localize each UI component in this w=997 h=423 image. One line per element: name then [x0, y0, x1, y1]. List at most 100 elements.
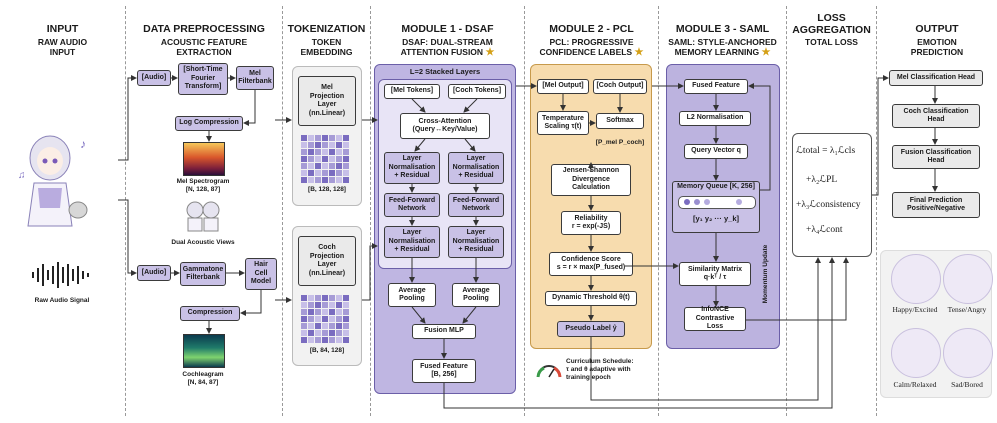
- column-subtitle-prep: ACOUSTIC FEATURE EXTRACTION: [160, 37, 248, 57]
- fused-feature-box: Fused Feature [B, 256]: [412, 359, 476, 383]
- token-cell: [308, 316, 314, 322]
- query-vector-box: Query Vector q: [684, 144, 748, 159]
- token-cell: [301, 323, 307, 329]
- token-cell: [315, 170, 321, 176]
- token-cell: [301, 316, 307, 322]
- mel-projection-box: Mel Projection Layer (nn.Linear): [298, 76, 356, 126]
- character-illustration: ♪ ♫: [14, 128, 92, 238]
- emotion-label-calm: Calm/Relaxed: [893, 380, 937, 389]
- layernorm1-coch-box: Layer Normalisation + Residual: [448, 152, 504, 184]
- token-cell: [301, 337, 307, 343]
- hair-cell-box: Hair Cell Model: [245, 258, 277, 290]
- token-cell: [343, 316, 349, 322]
- coch-tokens-box: [Coch Tokens]: [448, 84, 506, 99]
- loss-panel: [792, 133, 872, 257]
- token-cell: [329, 177, 335, 183]
- column-divider: [125, 6, 126, 416]
- loss-term-4: +λ₄ℒcont: [806, 225, 843, 235]
- column-divider: [282, 6, 283, 416]
- svg-text:♫: ♫: [18, 170, 26, 181]
- momentum-update-label: Momentum Update: [762, 244, 769, 304]
- final-prediction-box: Final Prediction Positive/Negative: [892, 192, 980, 218]
- fusion-mlp-box: Fusion MLP: [412, 324, 476, 339]
- token-cell: [336, 142, 342, 148]
- token-cell: [322, 156, 328, 162]
- token-cell: [301, 309, 307, 315]
- reliability-box: Reliability r = exp(-JS): [561, 211, 621, 235]
- token-cell: [308, 177, 314, 183]
- token-cell: [343, 295, 349, 301]
- token-cell: [336, 149, 342, 155]
- token-cell: [343, 177, 349, 183]
- column-subtitle-tok: TOKEN EMBEDDING: [300, 37, 353, 57]
- mel-head-box: Mel Classification Head: [889, 70, 983, 86]
- curriculum-label: Curriculum Schedule: τ and θ adaptive wi…: [566, 358, 634, 381]
- mel-output-box: [Mel Output]: [537, 79, 589, 94]
- column-title-output: OUTPUT: [915, 23, 959, 35]
- coch-projection-box: Coch Projection Layer (nn.Linear): [298, 236, 356, 286]
- column-title-input: INPUT: [46, 23, 79, 35]
- token-cell: [315, 295, 321, 301]
- token-cell: [336, 163, 342, 169]
- token-cell: [329, 316, 335, 322]
- star-icon: ★: [634, 47, 644, 58]
- gammatone-box: Gammatone Filterbank: [180, 262, 226, 286]
- mel-spectrogram-image: [183, 142, 225, 176]
- js-divergence-box: Jensen-Shannon Divergence Calculation: [551, 164, 631, 196]
- token-cell: [322, 295, 328, 301]
- token-cell: [336, 309, 342, 315]
- column-divider: [524, 6, 525, 416]
- token-cell: [308, 149, 314, 155]
- token-cell: [301, 302, 307, 308]
- token-cell: [301, 156, 307, 162]
- dual-views-illustration: [183, 200, 223, 232]
- coch-token-grid: [301, 295, 349, 343]
- token-cell: [343, 323, 349, 329]
- mel-spectrogram-label: Mel Spectrogram [N, 128, 87]: [176, 178, 230, 193]
- column-title-m2: MODULE 2 - PCL: [549, 23, 634, 35]
- column-subtitle-loss: TOTAL LOSS: [805, 37, 858, 47]
- emotion-label-sad: Sad/Bored: [951, 380, 983, 389]
- raw-audio-label: Raw Audio Signal: [34, 297, 90, 304]
- token-cell: [322, 142, 328, 148]
- token-cell: [329, 337, 335, 343]
- memory-queue-label: Memory Queue [K, 256]: [677, 183, 755, 190]
- memory-slot-icon: [684, 199, 690, 205]
- coch-output-box: [Coch Output]: [593, 79, 647, 94]
- token-cell: [308, 302, 314, 308]
- token-cell: [336, 330, 342, 336]
- token-cell: [329, 142, 335, 148]
- coch-shape-label: [B, 84, 128]: [309, 347, 345, 354]
- token-cell: [336, 170, 342, 176]
- token-cell: [315, 177, 321, 183]
- column-title-tok: TOKENIZATION: [287, 23, 366, 35]
- token-cell: [322, 316, 328, 322]
- token-cell: [336, 302, 342, 308]
- token-cell: [329, 163, 335, 169]
- dual-views-label: Dual Acoustic Views: [171, 239, 235, 246]
- token-cell: [315, 156, 321, 162]
- token-cell: [329, 309, 335, 315]
- token-cell: [308, 135, 314, 141]
- svg-text:♪: ♪: [80, 137, 86, 151]
- token-cell: [322, 163, 328, 169]
- column-subtitle-m3: SAML: STYLE-ANCHORED MEMORY LEARNING ★: [668, 37, 777, 58]
- token-cell: [308, 142, 314, 148]
- token-cell: [336, 177, 342, 183]
- token-cell: [308, 323, 314, 329]
- emotion-face-sad: [943, 328, 993, 378]
- token-cell: [301, 142, 307, 148]
- layernorm2-mel-box: Layer Normalisation + Residual: [384, 226, 440, 258]
- token-cell: [315, 316, 321, 322]
- token-cell: [322, 177, 328, 183]
- avg-pool-mel-box: Average Pooling: [388, 283, 436, 307]
- token-cell: [336, 156, 342, 162]
- loss-term-1: ℒtotal = λ₁ℒcls: [796, 146, 856, 156]
- star-icon: ★: [761, 47, 771, 58]
- column-divider: [786, 6, 787, 416]
- dynamic-threshold-box: Dynamic Threshold θ(t): [545, 291, 637, 306]
- emotion-face-calm: [891, 328, 941, 378]
- memory-slots: [678, 196, 756, 209]
- similarity-matrix-box: Similarity Matrix q·kᵀ / τ: [679, 262, 751, 286]
- ffn-mel-box: Feed-Forward Network: [384, 193, 440, 217]
